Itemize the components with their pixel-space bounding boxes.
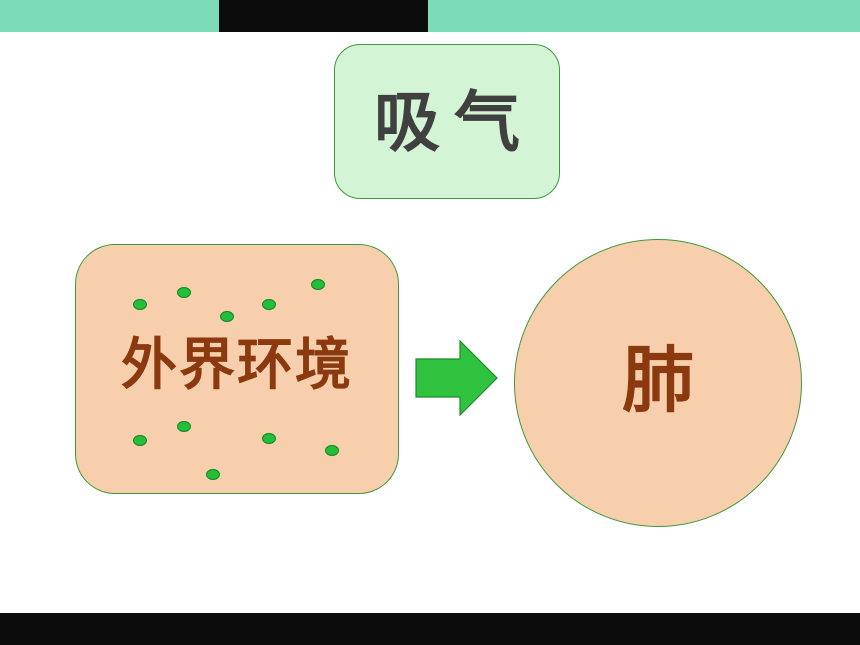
lung-label: 肺 — [621, 337, 694, 422]
air-particle-icon — [325, 445, 339, 456]
title-box: 吸气 — [334, 44, 560, 199]
air-particle-icon — [262, 433, 276, 444]
top-bar-right — [428, 0, 860, 32]
bottom-bar — [0, 613, 860, 645]
arrow-right-icon — [415, 340, 498, 416]
external-environment-node: 外界环境 — [75, 244, 399, 494]
air-particle-icon — [133, 299, 147, 310]
top-bar-left — [0, 0, 219, 32]
top-bar-middle — [219, 0, 428, 32]
air-particle-icon — [133, 435, 147, 446]
air-particle-icon — [177, 421, 191, 432]
air-particle-icon — [311, 279, 325, 290]
title-text: 吸气 — [374, 82, 534, 161]
lung-node: 肺 — [514, 239, 802, 527]
air-particle-icon — [220, 311, 234, 322]
external-environment-label: 外界环境 — [121, 332, 353, 398]
air-particle-icon — [177, 287, 191, 298]
air-particle-icon — [206, 469, 220, 480]
air-particle-icon — [262, 299, 276, 310]
